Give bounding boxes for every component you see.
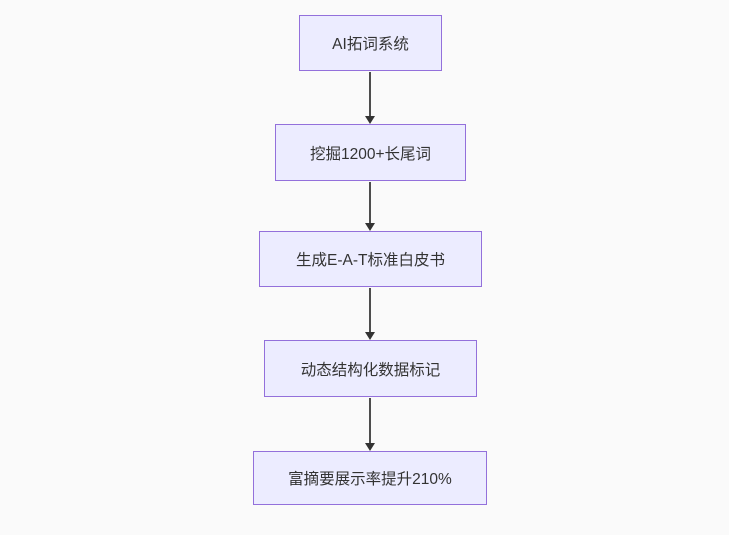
flow-node-structured-data-markup: 动态结构化数据标记 bbox=[264, 340, 477, 397]
flow-node-label: 富摘要展示率提升210% bbox=[288, 471, 452, 488]
flow-node-rich-snippet-result: 富摘要展示率提升210% bbox=[253, 451, 487, 505]
flow-node-longtail-mining: 挖掘1200+长尾词 bbox=[275, 124, 466, 181]
arrow-down-connector-1 bbox=[365, 72, 375, 124]
flow-node-label: 生成E-A-T标准白皮书 bbox=[296, 252, 445, 269]
flow-node-label: 动态结构化数据标记 bbox=[300, 361, 441, 379]
flow-node-label: 挖掘1200+长尾词 bbox=[309, 145, 432, 163]
flow-node-ai-keyword-system: AI拓词系统 bbox=[299, 15, 442, 71]
arrow-down-connector-2 bbox=[365, 182, 375, 231]
arrow-down-connector-3 bbox=[365, 288, 375, 340]
flow-node-eat-whitepaper: 生成E-A-T标准白皮书 bbox=[259, 231, 482, 287]
flow-node-label: AI拓词系统 bbox=[332, 36, 409, 53]
arrow-down-connector-4 bbox=[365, 398, 375, 451]
